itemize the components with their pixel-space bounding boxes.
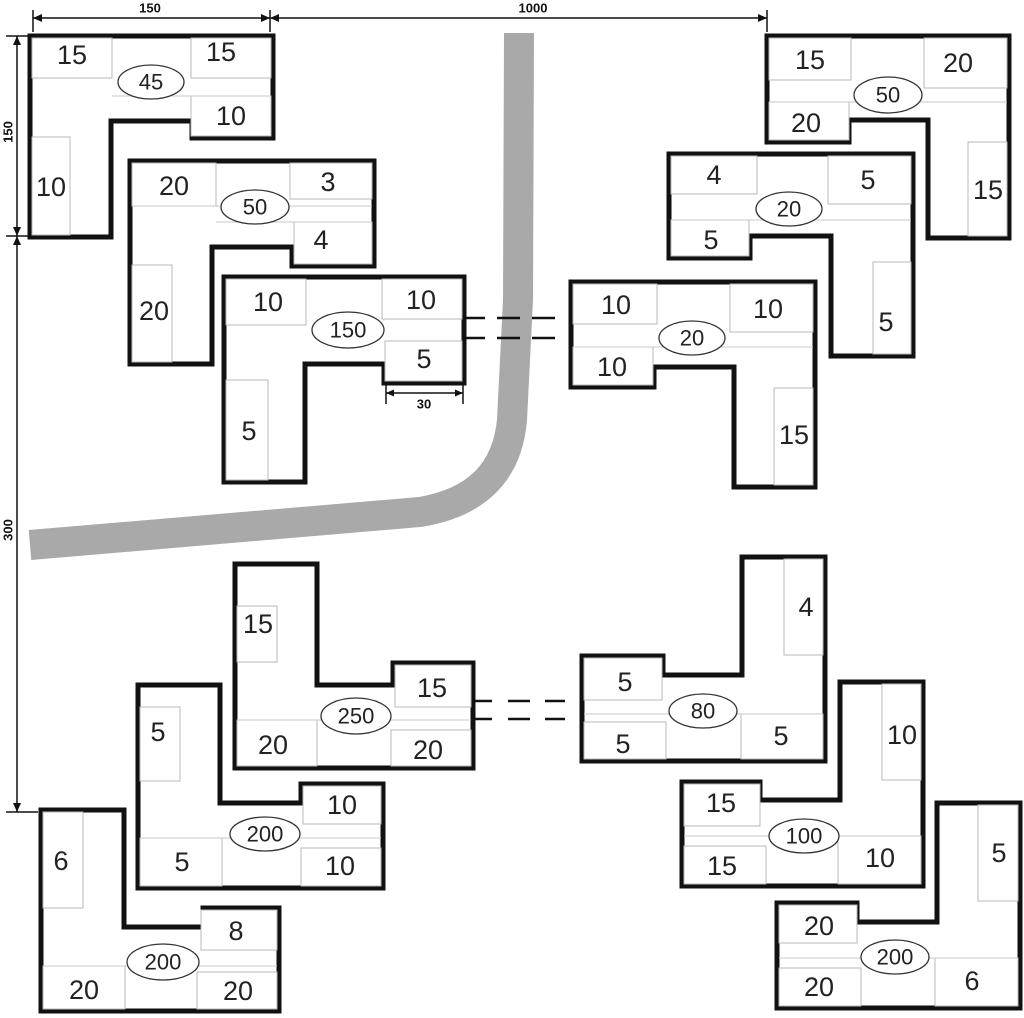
room-label: 10 bbox=[887, 720, 917, 750]
room-label: 10 bbox=[753, 294, 783, 324]
room-label: 10 bbox=[253, 287, 283, 317]
building-2: 20 3 4 20 50 bbox=[127, 158, 377, 367]
dimension-left-top: 150 bbox=[1, 35, 30, 237]
room-label: 10 bbox=[406, 285, 436, 315]
dimension-label-30: 30 bbox=[417, 397, 431, 412]
building-total: 80 bbox=[691, 699, 715, 724]
room-label: 15 bbox=[243, 609, 273, 639]
room-label: 15 bbox=[795, 45, 825, 75]
room-label: 4 bbox=[798, 592, 813, 622]
room-label: 5 bbox=[703, 225, 718, 255]
room-label: 20 bbox=[943, 48, 973, 78]
room-label: 5 bbox=[241, 416, 256, 446]
building-11: 10 15 15 10 100 bbox=[679, 679, 926, 889]
room-label: 15 bbox=[779, 420, 809, 450]
room-label: 6 bbox=[964, 966, 979, 996]
room-label: 20 bbox=[804, 972, 834, 1002]
building-total: 45 bbox=[139, 70, 163, 95]
dimension-left-span: 300 bbox=[1, 236, 38, 813]
room-label: 5 bbox=[773, 721, 788, 751]
room-label: 5 bbox=[416, 344, 431, 374]
room-label: 4 bbox=[706, 160, 721, 190]
building-total: 50 bbox=[876, 83, 900, 108]
room-label: 15 bbox=[707, 851, 737, 881]
pipe-connector-top bbox=[465, 316, 555, 340]
pipe-connector-bottom bbox=[475, 699, 565, 721]
room-label: 5 bbox=[174, 847, 189, 877]
room-label: 20 bbox=[791, 108, 821, 138]
room-label: 5 bbox=[150, 717, 165, 747]
room-label: 10 bbox=[325, 851, 355, 881]
room-label: 10 bbox=[601, 290, 631, 320]
room-label: 3 bbox=[320, 167, 335, 197]
building-3: 10 10 5 5 150 bbox=[221, 274, 467, 485]
room-label: 8 bbox=[228, 916, 243, 946]
building-total: 20 bbox=[777, 197, 801, 222]
building-4: 15 20 20 15 50 bbox=[764, 33, 1012, 241]
room-label: 20 bbox=[804, 911, 834, 941]
building-total: 200 bbox=[145, 950, 182, 975]
dimension-label-300: 300 bbox=[1, 519, 16, 541]
room-label: 10 bbox=[327, 790, 357, 820]
room-label: 5 bbox=[615, 729, 630, 759]
room-label: 5 bbox=[991, 838, 1006, 868]
room-label: 10 bbox=[36, 172, 66, 202]
room-label: 10 bbox=[597, 352, 627, 382]
room-label: 20 bbox=[159, 171, 189, 201]
dimension-top-span: 1000 bbox=[270, 1, 768, 32]
room-label: 20 bbox=[139, 296, 169, 326]
room-label: 6 bbox=[53, 846, 68, 876]
building-total: 250 bbox=[338, 704, 375, 729]
room-label: 5 bbox=[617, 667, 632, 697]
building-total: 20 bbox=[680, 326, 704, 351]
building-10: 4 5 5 5 80 bbox=[579, 554, 828, 764]
room-label: 5 bbox=[878, 307, 893, 337]
dimension-label-1000: 1000 bbox=[519, 1, 548, 16]
room-label: 20 bbox=[413, 735, 443, 765]
building-total: 150 bbox=[330, 318, 367, 343]
room-label: 15 bbox=[57, 40, 87, 70]
building-total: 50 bbox=[243, 195, 267, 220]
building-total: 200 bbox=[877, 945, 914, 970]
room-label: 15 bbox=[206, 37, 236, 67]
building-1: 15 15 10 10 45 bbox=[27, 33, 276, 240]
building-7: 15 15 20 20 250 bbox=[232, 561, 476, 771]
dimension-label-150-vertical: 150 bbox=[1, 121, 16, 143]
building-8: 5 10 5 10 200 bbox=[135, 682, 386, 891]
room-label: 4 bbox=[313, 225, 328, 255]
room-label: 15 bbox=[417, 673, 447, 703]
building-12: 5 20 20 6 200 bbox=[774, 800, 1023, 1011]
building-6: 10 10 10 15 20 bbox=[568, 279, 818, 490]
road bbox=[28, 32, 534, 560]
room-label: 20 bbox=[69, 975, 99, 1005]
room-label: 10 bbox=[216, 101, 246, 131]
room-label: 20 bbox=[258, 730, 288, 760]
building-9: 6 8 20 20 200 bbox=[38, 807, 282, 1014]
room-label: 15 bbox=[706, 788, 736, 818]
room-label: 15 bbox=[973, 175, 1003, 205]
building-5: 4 5 5 5 20 bbox=[666, 151, 916, 359]
dimension-top-left: 150 bbox=[32, 1, 271, 32]
room-label: 5 bbox=[860, 165, 875, 195]
dimension-label-150: 150 bbox=[139, 1, 161, 16]
room-label: 20 bbox=[223, 976, 253, 1006]
building-total: 100 bbox=[786, 824, 823, 849]
room-label: 10 bbox=[865, 843, 895, 873]
building-total: 200 bbox=[247, 822, 284, 847]
dimension-gap-30: 30 bbox=[385, 382, 464, 412]
